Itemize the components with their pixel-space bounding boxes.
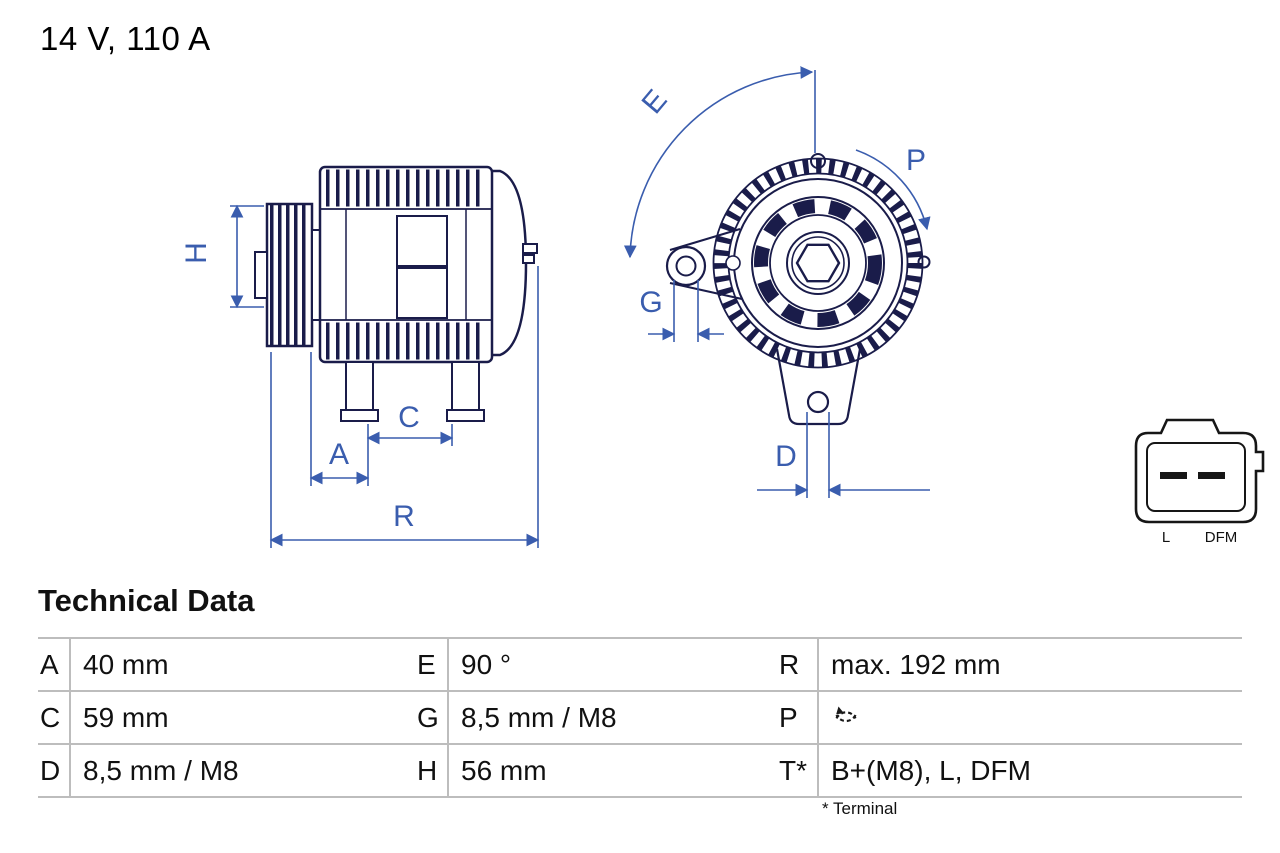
tech-value-p: [819, 690, 1242, 743]
tech-value-h: 56 mm: [449, 743, 777, 796]
pulley: [254, 202, 321, 348]
dim-D: D: [757, 412, 930, 498]
technical-data-heading: Technical Data: [38, 583, 255, 618]
dimension-label-r: R: [393, 500, 415, 533]
tech-value-r: max. 192 mm: [819, 637, 1242, 690]
dimension-annotations: H A C R E: [180, 66, 931, 548]
dimension-label-e: E: [636, 84, 674, 121]
alternator-side-view: [254, 165, 538, 422]
tech-value-a: 40 mm: [71, 637, 415, 690]
tech-key-r: R: [777, 637, 819, 690]
dimension-label-p: P: [906, 144, 926, 177]
dim-G: G: [639, 280, 724, 342]
dimension-label-c: C: [398, 401, 420, 434]
connector-outline: [1134, 418, 1265, 524]
dim-H: H: [180, 204, 264, 309]
alternator-front-view: [665, 153, 931, 426]
rear-cover: [492, 169, 538, 357]
foot-bolt-hole: [806, 390, 830, 414]
tech-key-p: P: [777, 690, 819, 743]
tech-value-d: 8,5 mm / M8: [71, 743, 415, 796]
connector-pin-l: [1160, 472, 1187, 479]
mounting-feet: [340, 361, 485, 422]
tech-key-g: G: [415, 690, 449, 743]
rotation-ccw-icon: [835, 706, 857, 722]
dimension-label-a: A: [329, 438, 349, 471]
dimension-label-g: G: [639, 286, 662, 319]
connector-pin-label-dfm: DFM: [1205, 529, 1238, 546]
dimension-label-d: D: [775, 440, 797, 473]
tech-key-c: C: [38, 690, 71, 743]
connector-pin-label-l: L: [1162, 529, 1170, 546]
technical-data-table: A 40 mm E 90 ° R max. 192 mm C 59 mm G 8…: [38, 637, 1242, 798]
dim-P: P: [855, 144, 931, 231]
alternator-diagram: H A C R E: [180, 66, 1265, 548]
connector-inner-frame: [1146, 442, 1246, 512]
tech-key-d: D: [38, 743, 71, 796]
tech-value-e: 90 °: [449, 637, 777, 690]
tech-key-e: E: [415, 637, 449, 690]
page-title: 14 V, 110 A: [40, 20, 211, 57]
dimension-label-h: H: [180, 242, 213, 264]
bottom-mounting-foot: [775, 348, 862, 426]
terminal-footnote: * Terminal: [822, 799, 898, 818]
housing-circles: [733, 178, 903, 348]
dim-R: R: [269, 266, 540, 548]
connector-plug: L DFM: [1134, 418, 1265, 546]
connector-pin-dfm: [1198, 472, 1225, 479]
tech-value-c: 59 mm: [71, 690, 415, 743]
tech-key-h: H: [415, 743, 449, 796]
dim-C: C: [366, 401, 454, 446]
hex-nut: [786, 231, 850, 295]
tech-value-g: 8,5 mm / M8: [449, 690, 777, 743]
right-lug-hole: [917, 255, 931, 269]
tech-key-a: A: [38, 637, 71, 690]
stator-housing: [318, 165, 494, 364]
tooth-ring: [712, 157, 924, 369]
tech-key-t: T*: [777, 743, 819, 796]
tech-value-t: B+(M8), L, DFM: [819, 743, 1242, 796]
